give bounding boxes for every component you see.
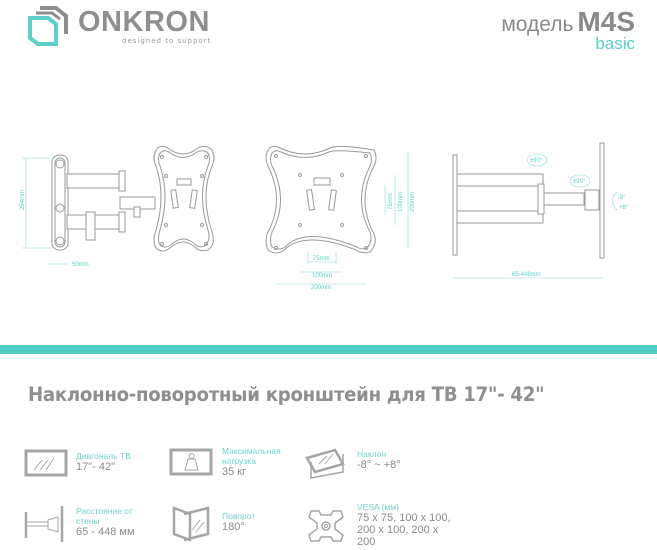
brand-tagline: designed to support xyxy=(122,37,212,45)
top-view-drawing xyxy=(452,142,605,259)
tilt-icon xyxy=(305,448,345,479)
side-view-drawing xyxy=(51,154,156,251)
dim-h-75: 75mm xyxy=(313,256,330,262)
tilt-down: +8° xyxy=(619,205,629,211)
spec-label: Наклон xyxy=(357,449,387,459)
swivel-icon xyxy=(172,506,210,542)
spec-label: Диагональ ТВ xyxy=(76,451,131,461)
spec-label: Максимальная нагрузка xyxy=(222,446,281,466)
spec-label: VESA (мм) xyxy=(357,502,399,512)
spec-max-load: Максимальная нагрузка 35 кг xyxy=(168,442,298,482)
product-title: Наклонно-поворотный кронштейн для ТВ 17"… xyxy=(28,383,545,406)
dim-v-200: 200mm xyxy=(410,192,416,212)
spec-value: 35 кг xyxy=(222,466,247,478)
front-plate-drawing-2 xyxy=(265,145,377,254)
spec-value: 65 - 448 мм xyxy=(76,526,135,538)
spec-diagonal: Диагональ ТВ 17"- 42" xyxy=(22,442,131,482)
spec-swivel: Поворот 180° xyxy=(168,502,255,542)
model-variant: basic xyxy=(595,34,635,53)
dim-v-100: 100mm xyxy=(398,192,404,212)
model-block: модель M4S basic xyxy=(501,6,635,54)
tilt-up: -8° xyxy=(618,195,626,201)
dim-h-100: 100mm xyxy=(312,273,332,279)
brand-name: ONKRON xyxy=(78,6,210,38)
dim-height: 254mm xyxy=(20,190,26,210)
spec-vesa: VESA (мм) 75 x 75, 100 x 100, 200 x 100,… xyxy=(303,502,457,548)
vesa-icon xyxy=(308,510,344,542)
onkron-cube-icon xyxy=(28,6,68,46)
spec-value: 17"- 42" xyxy=(76,461,115,473)
technical-drawings: 254mm 50mm 75mm 100mm 200mm 75mm 100mm 2… xyxy=(20,142,629,291)
dim-extension: 65-448mm xyxy=(512,272,541,278)
front-plate-drawing-1 xyxy=(153,145,215,252)
accent-divider xyxy=(0,345,657,354)
spec-wall-distance: Расстояние от стены 65 - 448 мм xyxy=(22,502,136,542)
spec-value: 180° xyxy=(222,521,245,533)
spec-value: 75 x 75, 100 x 100, 200 x 100, 200 x 200 xyxy=(357,512,451,548)
wall-distance-icon xyxy=(24,506,64,542)
rotation-arm: ±90° xyxy=(530,158,543,164)
dim-depth: 50mm xyxy=(72,262,89,268)
spec-value: -8° ~ +8° xyxy=(357,459,401,471)
spec-label: Расстояние от стены xyxy=(76,506,133,526)
dim-h-200: 200mm xyxy=(311,285,331,291)
brand-logo: ONKRON designed to support xyxy=(26,4,226,46)
model-label: модель xyxy=(501,13,574,36)
tv-screen-icon xyxy=(24,449,68,477)
spec-tilt: Наклон -8° ~ +8° xyxy=(303,440,401,480)
spec-label: Поворот xyxy=(222,511,256,521)
rotation-head: ±90° xyxy=(573,179,586,185)
dim-v-75: 75mm xyxy=(388,193,394,210)
model-code: M4S xyxy=(577,6,635,37)
weight-icon xyxy=(169,448,213,476)
